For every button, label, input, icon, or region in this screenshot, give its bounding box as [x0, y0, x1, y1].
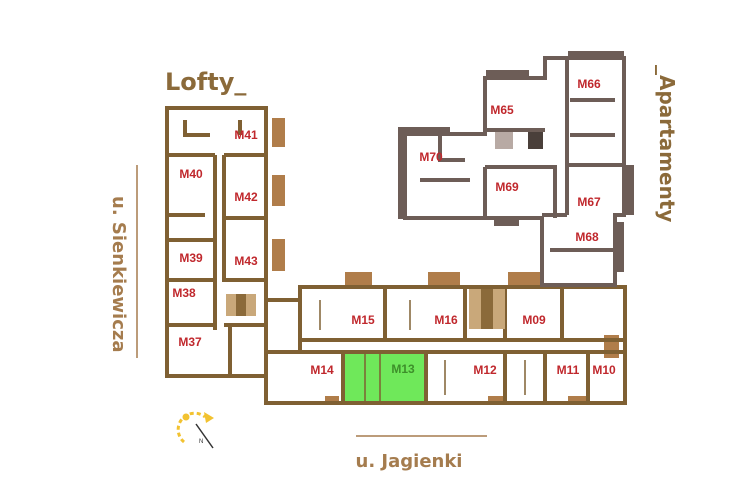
unit-label: M41 — [234, 128, 258, 142]
unit-label: M13 — [391, 362, 415, 376]
lofts-heading: Lofty_ — [165, 68, 246, 96]
unit-label: M68 — [575, 230, 599, 244]
unit-label: M65 — [490, 103, 514, 117]
unit-label: M14 — [310, 363, 334, 377]
unit-M10[interactable]: M10 — [592, 363, 616, 377]
unit-M70[interactable]: M70 — [419, 150, 443, 164]
street-label-south: u. Jagienki — [356, 451, 463, 472]
selected-unit-fill — [343, 352, 426, 403]
apartment-balconies — [398, 51, 634, 272]
compass-north-label: N — [199, 439, 203, 445]
compass-icon: N — [176, 411, 214, 449]
unit-label: M66 — [577, 77, 601, 91]
lofts-walls — [165, 106, 627, 405]
unit-label: M10 — [592, 363, 616, 377]
stairs-icon — [226, 131, 543, 329]
unit-M13-selected[interactable]: M13 — [391, 362, 415, 376]
apartments-walls — [403, 56, 626, 287]
unit-label: M15 — [351, 313, 375, 327]
unit-M39[interactable]: M39 — [179, 251, 203, 265]
unit-label: M38 — [172, 286, 196, 300]
unit-M11[interactable]: M11 — [557, 363, 580, 377]
unit-M37[interactable]: M37 — [178, 335, 202, 349]
unit-label: M70 — [419, 150, 443, 164]
unit-M09[interactable]: M09 — [522, 313, 546, 327]
unit-label: M12 — [473, 363, 497, 377]
unit-label: M42 — [234, 190, 258, 204]
unit-M16[interactable]: M16 — [434, 313, 458, 327]
unit-M14[interactable]: M14 — [310, 363, 334, 377]
unit-M68[interactable]: M68 — [575, 230, 599, 244]
unit-M15[interactable]: M15 — [351, 313, 375, 327]
unit-label: M11 — [557, 363, 580, 377]
unit-label: M37 — [178, 335, 202, 349]
unit-label: M69 — [495, 180, 519, 194]
lofts-interior — [319, 300, 526, 403]
street-label-west: u. Sienkiewicza — [108, 196, 129, 353]
unit-M41[interactable]: M41 — [234, 128, 258, 142]
unit-label: M16 — [434, 313, 458, 327]
unit-label: M40 — [179, 167, 203, 181]
unit-M69[interactable]: M69 — [495, 180, 519, 194]
unit-label: M67 — [577, 195, 601, 209]
unit-M40[interactable]: M40 — [179, 167, 203, 181]
unit-label: M39 — [179, 251, 203, 265]
apartments-heading: _Apartamenty — [655, 65, 679, 222]
unit-M65[interactable]: M65 — [490, 103, 514, 117]
unit-M42[interactable]: M42 — [234, 190, 258, 204]
unit-label: M43 — [234, 254, 258, 268]
unit-M67[interactable]: M67 — [577, 195, 601, 209]
unit-label: M09 — [522, 313, 546, 327]
unit-M66[interactable]: M66 — [577, 77, 601, 91]
unit-M43[interactable]: M43 — [234, 254, 258, 268]
unit-M12[interactable]: M12 — [473, 363, 497, 377]
unit-M38[interactable]: M38 — [172, 286, 196, 300]
